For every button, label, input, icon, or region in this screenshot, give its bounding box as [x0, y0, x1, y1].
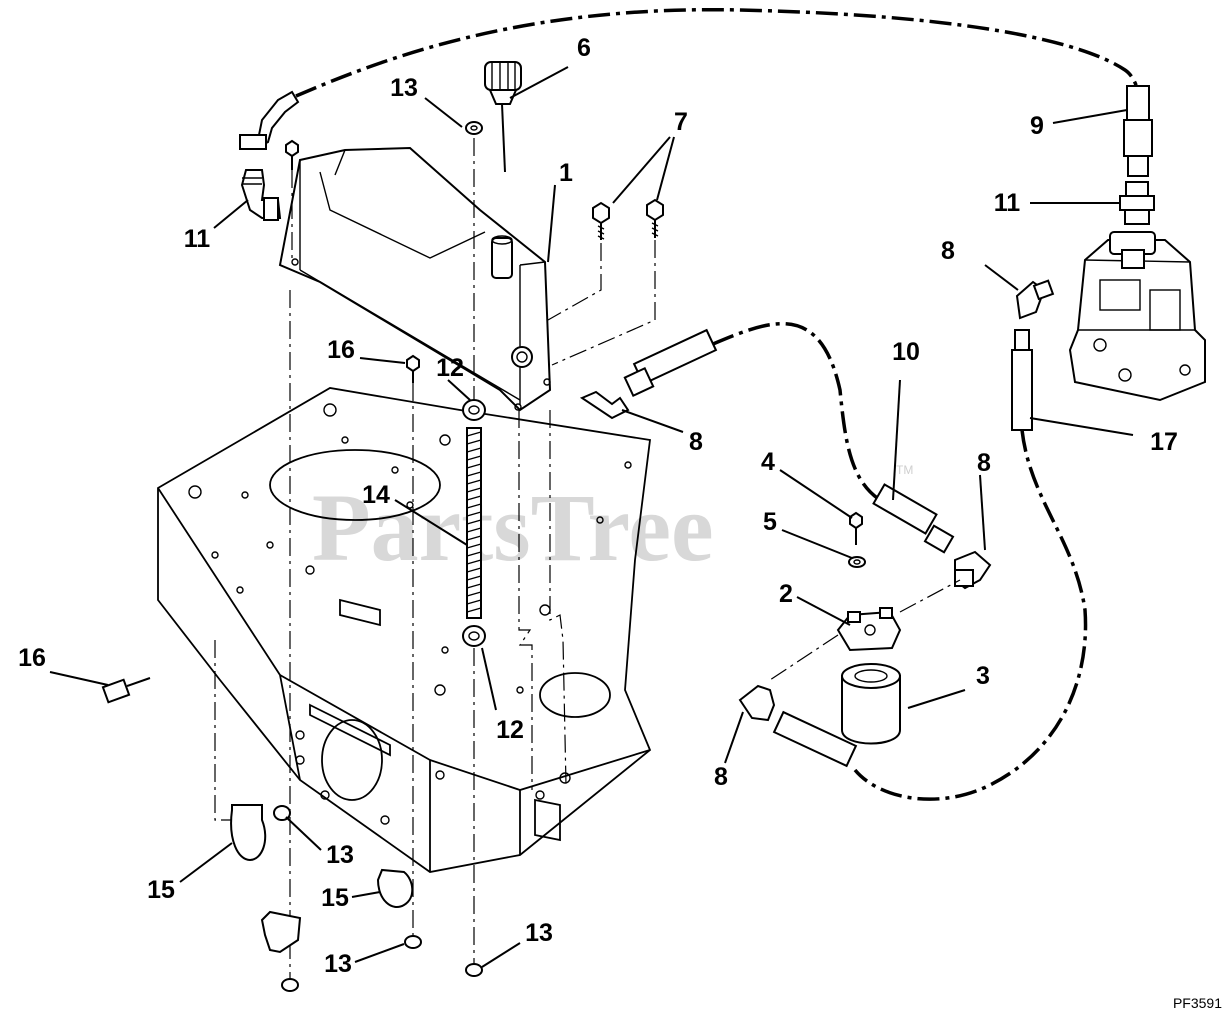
- middle-hose-upper: [712, 322, 881, 502]
- clamp-15-left: [230, 804, 267, 862]
- hose-10: [872, 483, 955, 554]
- callout-8-pump: 8: [941, 237, 955, 265]
- callouts: 1 2 3 4 5 6 7 8 8 8 8 9 10 11 11 12 12 1…: [18, 34, 1178, 978]
- bolt-16-left: [101, 677, 151, 704]
- callout-8-lower: 8: [714, 763, 728, 791]
- nut-13-lower: [273, 805, 483, 992]
- callout-15-bottom: 15: [321, 884, 349, 912]
- bolt-4: [849, 511, 863, 545]
- callout-16-top: 16: [327, 336, 355, 364]
- bolt-7b: [646, 198, 664, 238]
- callout-8-center: 8: [689, 428, 703, 456]
- nut-13-top: [465, 121, 483, 135]
- callout-17: 17: [1150, 428, 1178, 456]
- adapter-fitting-11-right: [1119, 181, 1155, 225]
- callout-12-lower: 12: [496, 716, 524, 744]
- leader-lines: [49, 66, 1134, 968]
- hose-end-left-8: [623, 328, 718, 398]
- callout-8-filter-right: 8: [977, 449, 991, 477]
- elbow-fitting-8-right: [1015, 279, 1055, 320]
- callout-11-right: 11: [994, 189, 1021, 217]
- elbow-fitting-8-lower: [738, 684, 776, 722]
- callout-3: 3: [976, 662, 990, 690]
- callout-16-left: 16: [18, 644, 46, 672]
- callout-14: 14: [362, 481, 390, 509]
- elbow-fitting-8-filter-right: [954, 550, 992, 590]
- tank-cap: [484, 61, 522, 173]
- hose-17: [1011, 329, 1033, 431]
- callout-10: 10: [892, 338, 920, 366]
- callout-7: 7: [674, 108, 688, 136]
- return-hose: [853, 429, 1088, 801]
- bolt-7a: [592, 201, 610, 240]
- hose-end-9: [1123, 85, 1153, 177]
- chassis-frame: [157, 387, 652, 873]
- callout-15-left: 15: [147, 876, 175, 904]
- callout-13-bottom-left: 13: [324, 950, 352, 978]
- upper-hose-fitting: [239, 90, 300, 150]
- filter-head: [836, 607, 902, 652]
- elbow-fitting-11-left: [240, 169, 282, 221]
- elbow-fitting-8-center: [579, 390, 630, 420]
- drawing-code: PF3591: [1173, 995, 1222, 1011]
- watermark-trademark: TM: [896, 463, 913, 477]
- hose-end-lower: [772, 710, 858, 768]
- tank-bracket: [278, 146, 552, 412]
- bolt-16-top: [285, 139, 420, 383]
- callout-13-bottom-right: 13: [525, 919, 553, 947]
- callout-12-upper: 12: [436, 354, 464, 382]
- small-bracket: [260, 910, 302, 954]
- callout-11-left: 11: [184, 225, 211, 253]
- clamp-15-bottom: [376, 868, 414, 908]
- callout-1: 1: [559, 159, 573, 187]
- watermark: PartsTree: [312, 474, 714, 581]
- top-hose: [295, 7, 1143, 116]
- callout-6: 6: [577, 34, 591, 62]
- callout-13-middle: 13: [326, 841, 354, 869]
- threaded-rod: [462, 399, 486, 647]
- frame-holes: [188, 403, 632, 825]
- filter-assembly-line: [769, 634, 839, 681]
- washer-5: [848, 556, 866, 568]
- filter-assembly-line-2: [899, 579, 961, 613]
- hydraulic-pump: [1068, 231, 1206, 402]
- callout-9: 9: [1030, 112, 1044, 140]
- callout-13-top: 13: [390, 74, 418, 102]
- callout-5: 5: [763, 508, 777, 536]
- callout-4: 4: [761, 448, 775, 476]
- oil-filter: [841, 663, 901, 745]
- callout-2: 2: [779, 580, 793, 608]
